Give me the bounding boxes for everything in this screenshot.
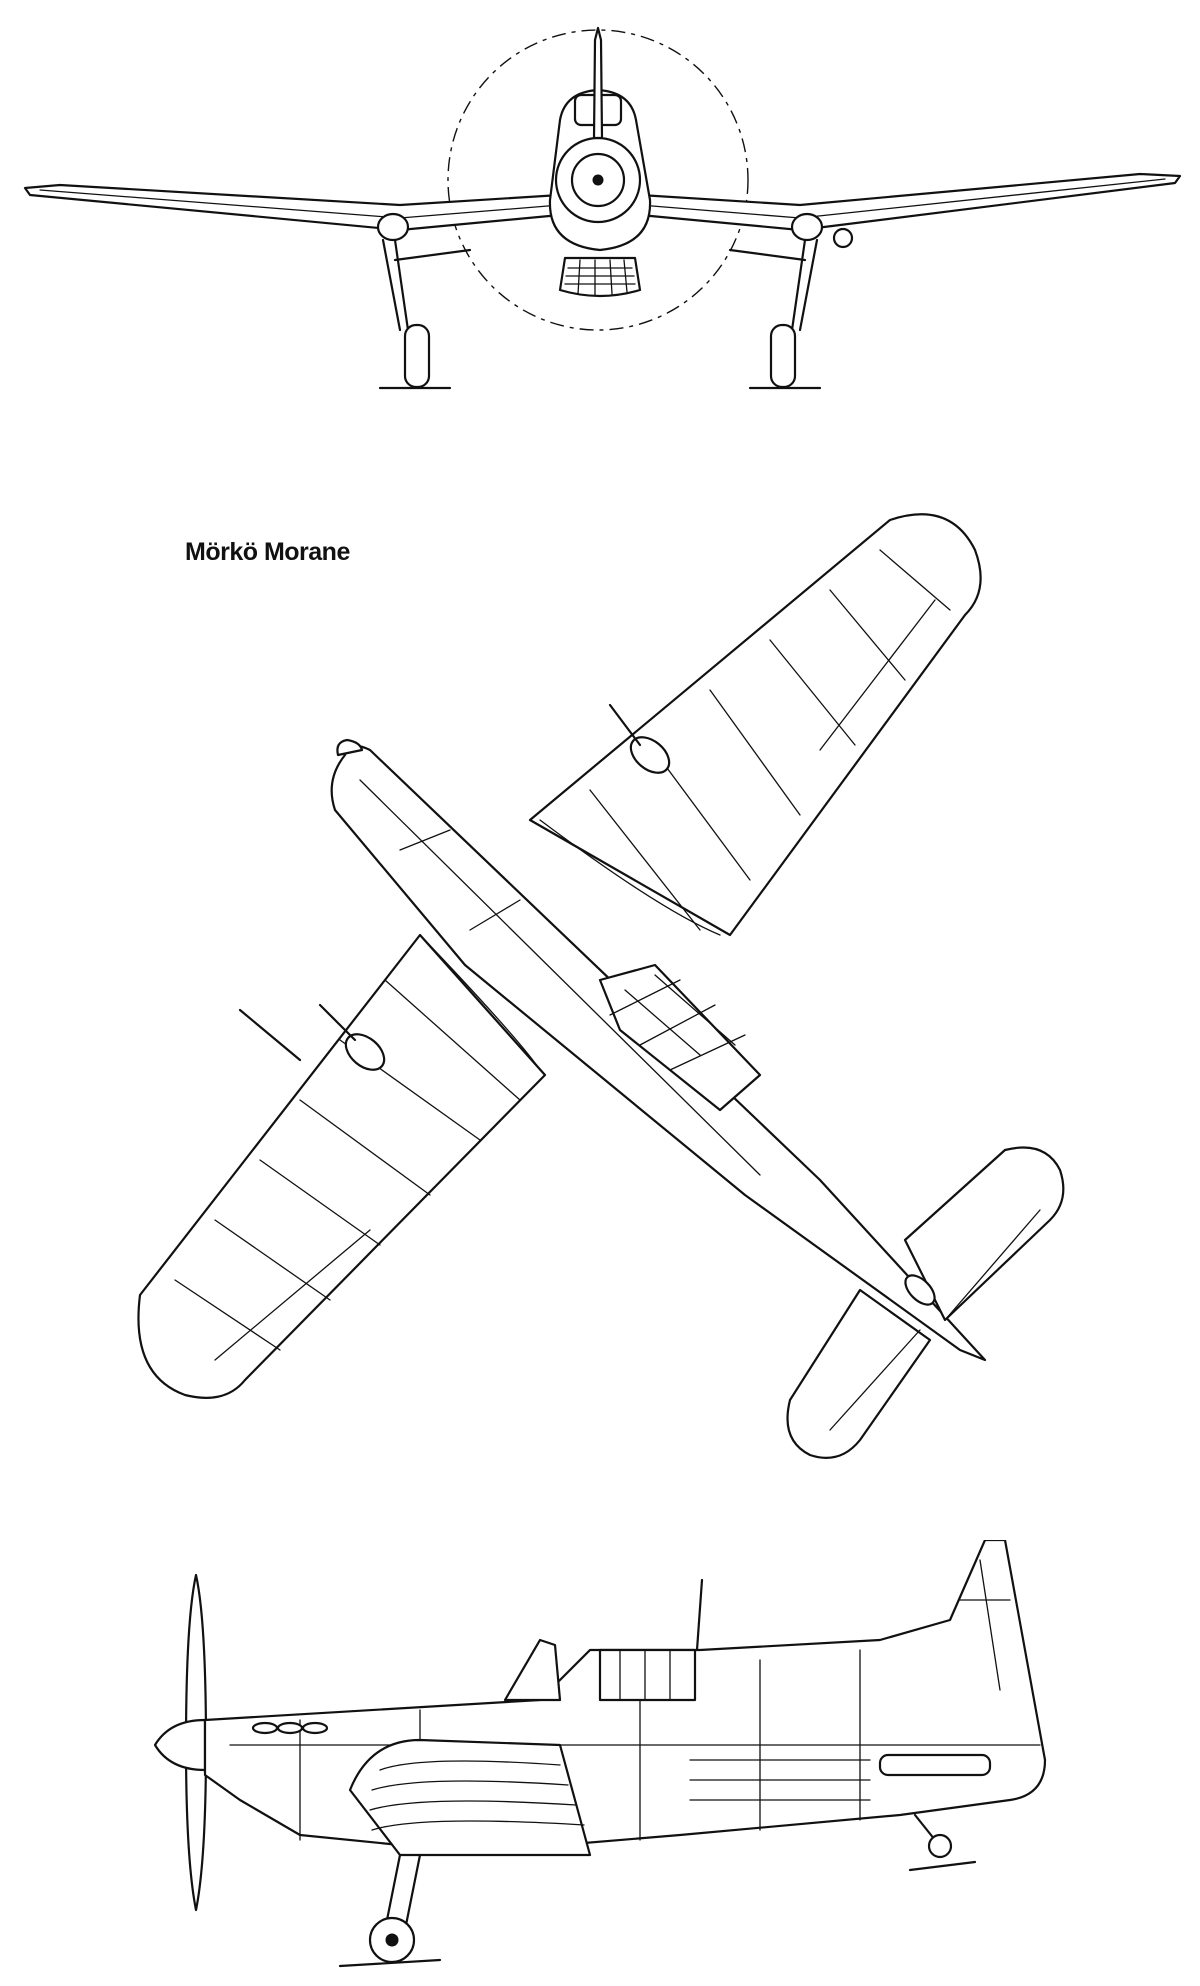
right-wing — [638, 172, 1182, 232]
propeller-disc — [447, 29, 749, 331]
side-tail-wheel — [927, 1833, 953, 1859]
left-wing — [23, 183, 562, 232]
right-gear-fairing — [790, 212, 824, 242]
drawing-title: Mörkö Morane — [185, 538, 350, 566]
plan-right-wing — [528, 513, 982, 937]
propeller-blade — [592, 26, 604, 140]
left-wheel — [403, 323, 431, 389]
wing-gun-pod — [832, 227, 854, 249]
side-view — [153, 1540, 1047, 1968]
front-view — [23, 26, 1182, 390]
plan-view — [137, 513, 1065, 1459]
plan-nose-spinner — [336, 738, 364, 757]
plan-right-tailplane — [903, 1146, 1065, 1322]
radiator — [558, 256, 642, 298]
side-canopy — [598, 1648, 697, 1702]
plan-right-gun-pod — [629, 736, 671, 774]
plan-left-wing — [137, 933, 547, 1399]
side-windscreen — [503, 1638, 562, 1702]
side-wing-radiator — [348, 1738, 592, 1857]
right-wheel — [769, 323, 797, 389]
plan-left-tailplane — [786, 1288, 932, 1459]
side-spinner — [153, 1718, 207, 1772]
left-landing-gear — [381, 238, 472, 332]
plan-left-gun-pod — [344, 1033, 386, 1071]
left-gear-fairing — [376, 212, 410, 242]
right-landing-gear — [728, 238, 819, 332]
